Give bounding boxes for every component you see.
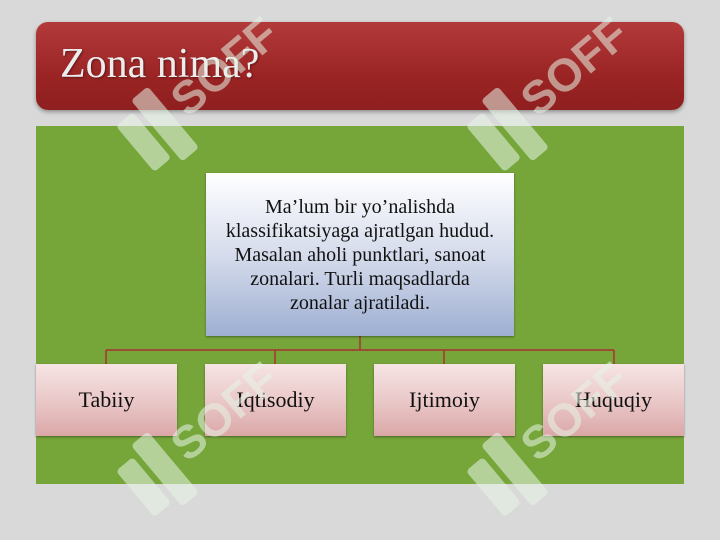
root-node-text: Ma’lum bir yo’nalishda klassifikatsiyaga… xyxy=(225,195,495,314)
child-node-label: Iqtisodiy xyxy=(236,387,315,412)
child-node-label: Tabiiy xyxy=(78,387,135,412)
child-node-label: Ijtimoiy xyxy=(409,387,480,412)
child-node-label: Huquqiy xyxy=(575,387,652,412)
child-node-huquqiy: Huquqiy xyxy=(543,364,684,436)
root-node: Ma’lum bir yo’nalishda klassifikatsiyaga… xyxy=(206,173,514,336)
child-node-tabiiy: Tabiiy xyxy=(36,364,177,436)
slide-title: Zona nima? xyxy=(60,41,260,87)
child-node-iqtisodiy: Iqtisodiy xyxy=(205,364,346,436)
child-node-ijtimoiy: Ijtimoiy xyxy=(374,364,515,436)
